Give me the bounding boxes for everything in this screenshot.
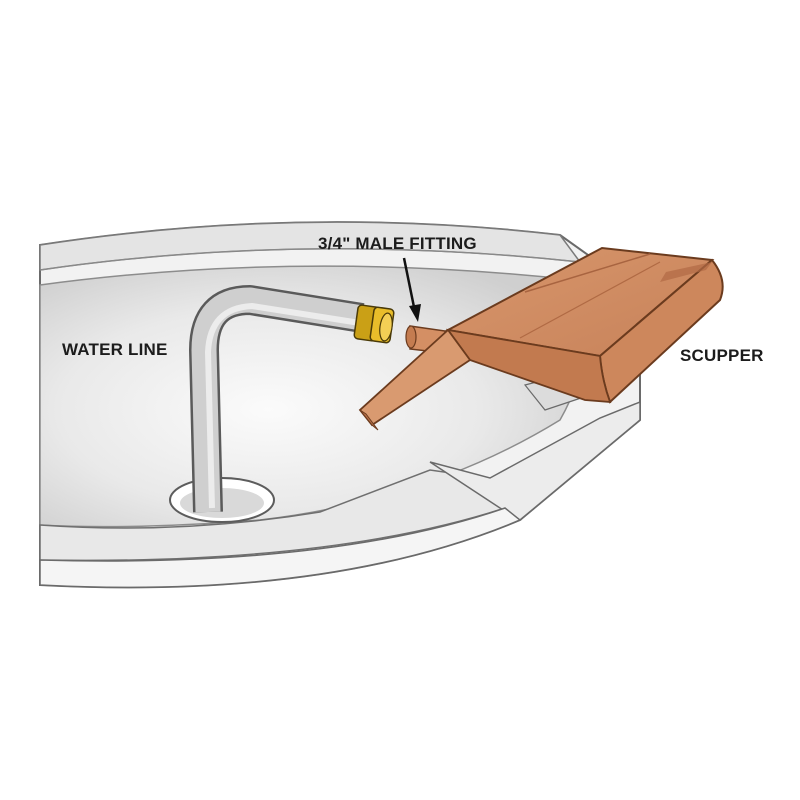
label-water-line: WATER LINE — [62, 340, 168, 359]
label-male-fitting: 3/4" MALE FITTING — [318, 234, 477, 253]
water-line-pipe-highlight — [204, 302, 361, 509]
fitting-leader-arrow — [402, 257, 421, 322]
scupper — [358, 246, 724, 431]
water-line-pipe-fill — [191, 287, 364, 513]
label-scupper: SCUPPER — [680, 346, 764, 365]
bowl-lower-body — [39, 507, 522, 589]
brass-coupling — [353, 304, 395, 344]
bowl-rim-inner-edge — [39, 248, 581, 271]
